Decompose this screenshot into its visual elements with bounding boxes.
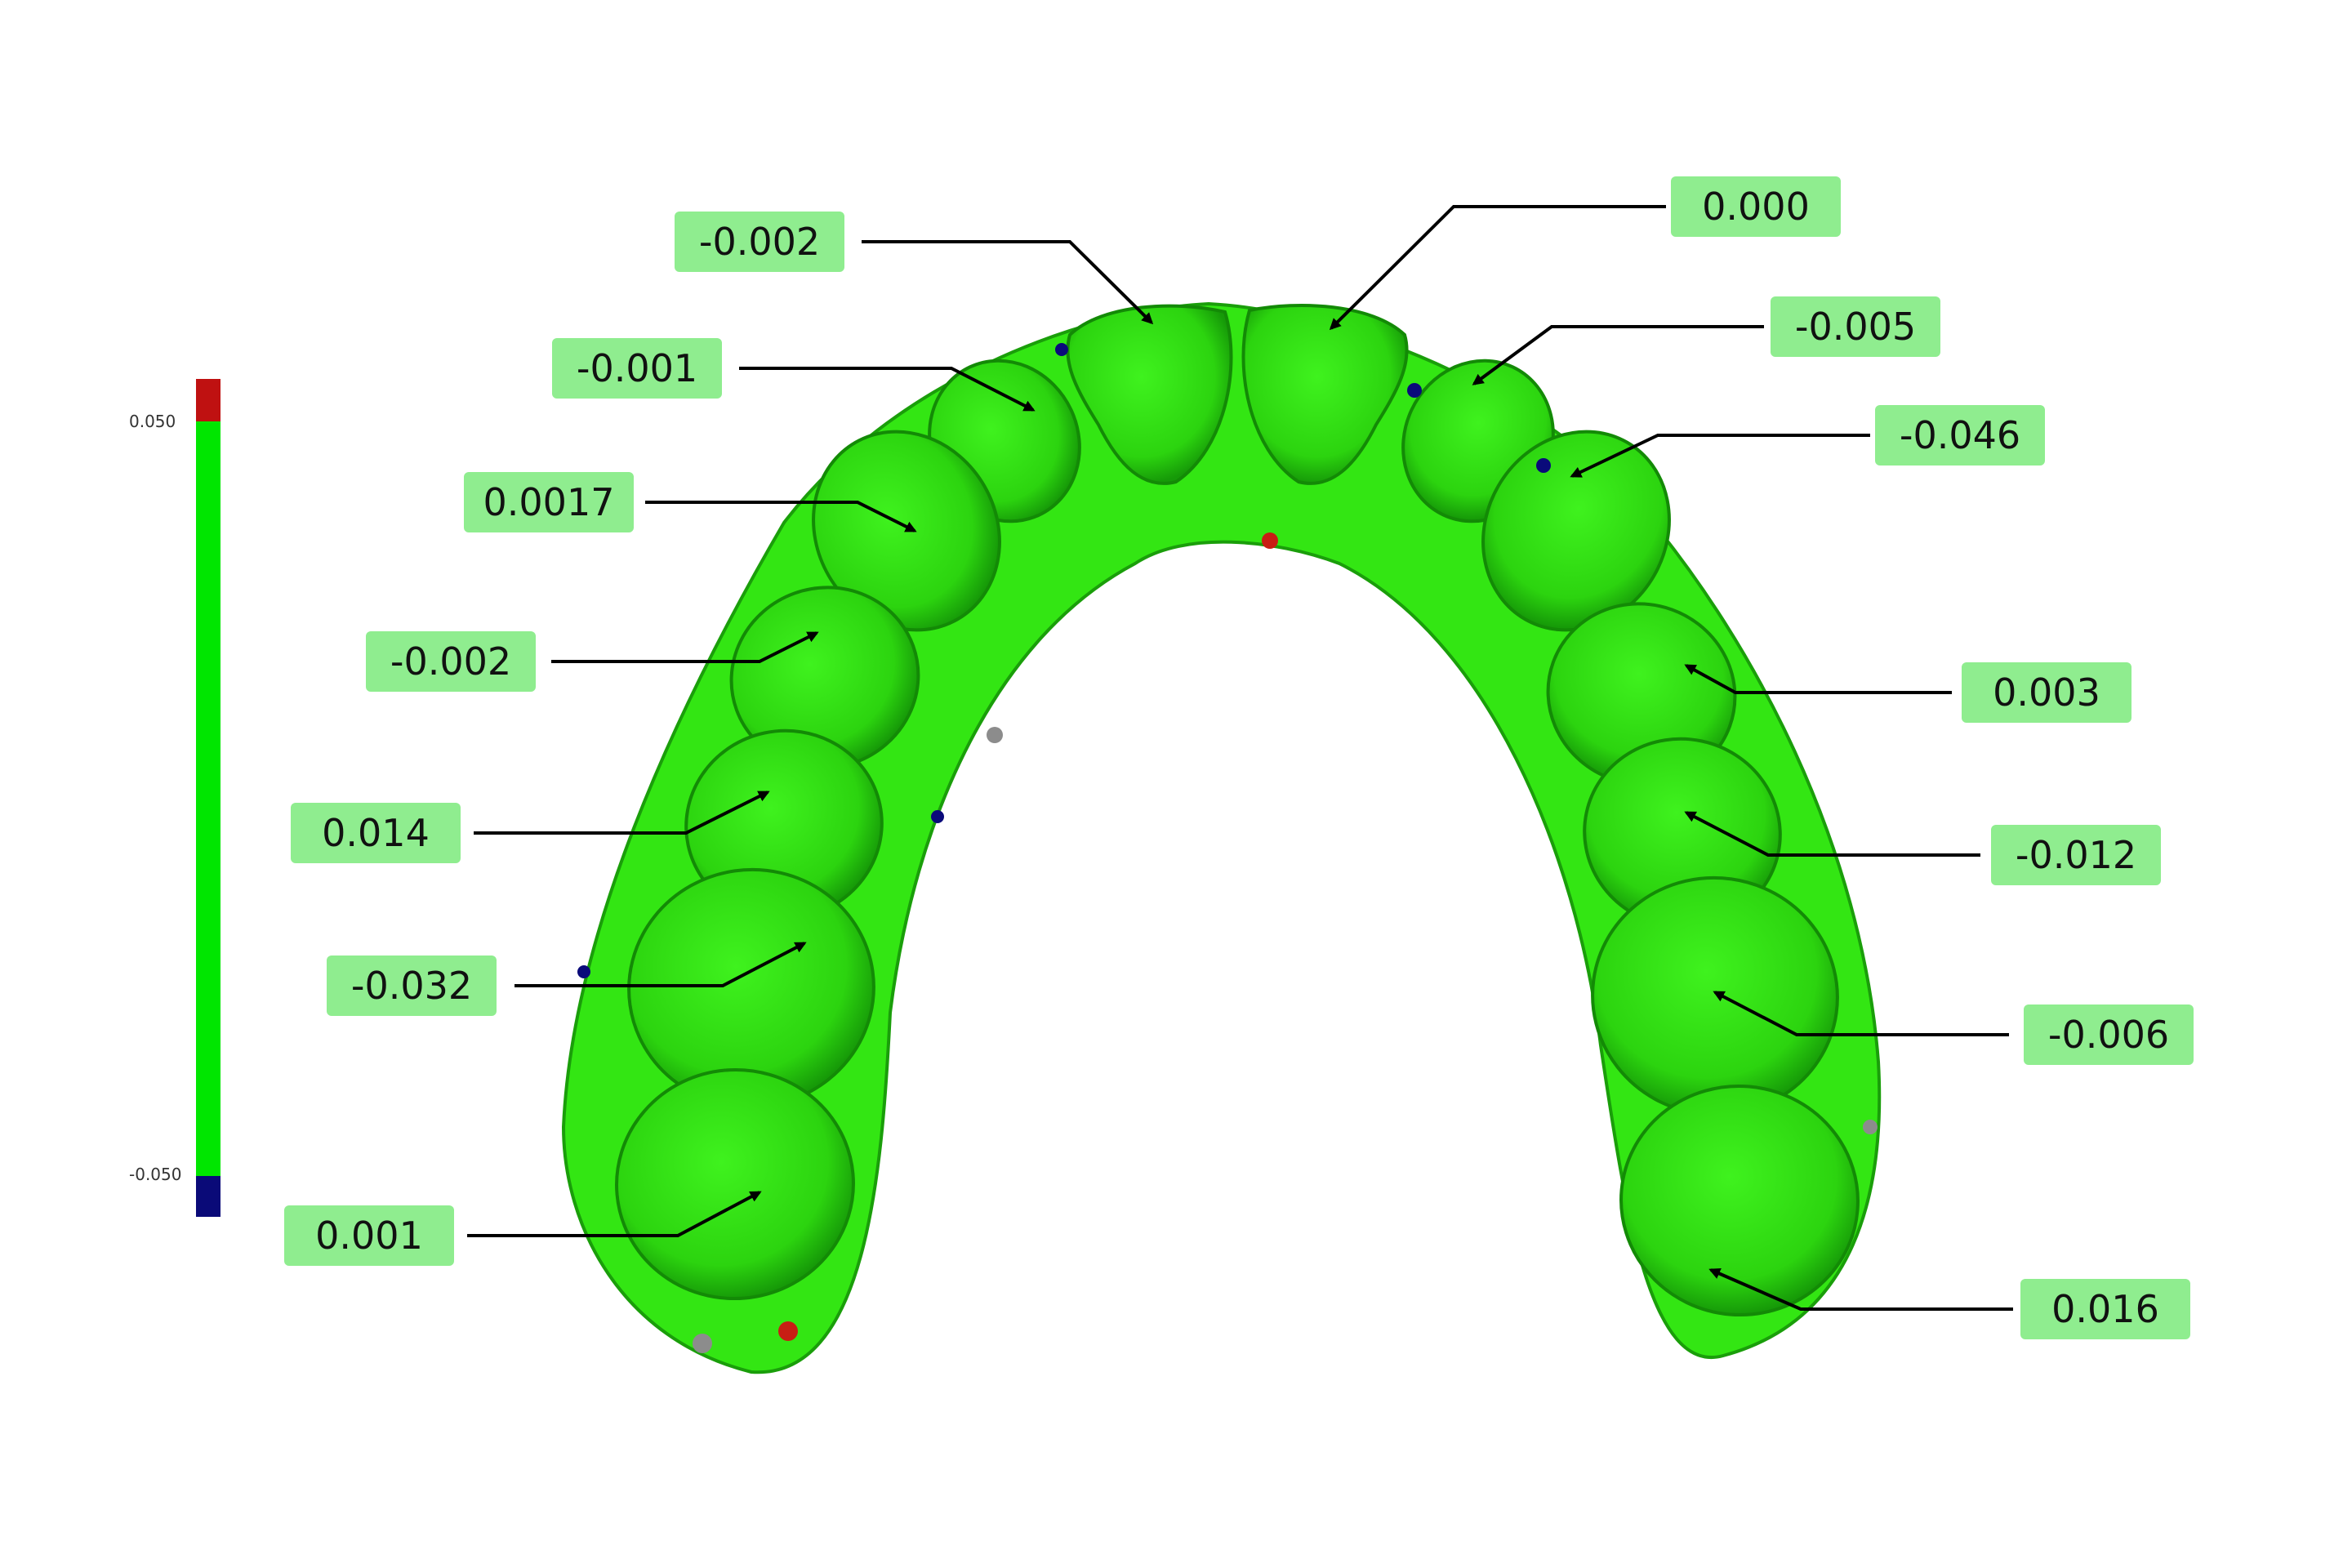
leader-line — [1684, 664, 1952, 694]
tooth-crown — [1619, 1084, 1860, 1317]
deviation-label: -0.012 — [1991, 825, 2161, 885]
deviation-label: -0.005 — [1771, 296, 1940, 357]
artifact-blue — [577, 965, 590, 978]
leader-line — [467, 1191, 762, 1237]
artifact-blue — [1055, 343, 1068, 356]
artifact-grey — [987, 727, 1003, 743]
leader-line — [1570, 434, 1870, 478]
leader-line — [1472, 325, 1764, 385]
deviation-label: 0.001 — [284, 1205, 454, 1266]
deviation-label: -0.002 — [675, 212, 844, 272]
deviation-label: -0.002 — [366, 631, 536, 692]
leader-line — [1684, 811, 1980, 857]
artifact-red — [1262, 532, 1278, 549]
scale-max-swatch — [196, 379, 220, 421]
deviation-label: 0.014 — [291, 803, 461, 863]
deviation-label: -0.032 — [327, 956, 497, 1016]
artifact-blue — [1536, 458, 1551, 473]
leader-line — [645, 501, 917, 532]
artifact-grey — [693, 1334, 712, 1353]
deviation-label: 0.0017 — [464, 472, 634, 532]
leader-line — [1329, 205, 1666, 331]
artifact-grey — [1863, 1120, 1878, 1134]
deviation-label: 0.000 — [1671, 176, 1841, 237]
leader-line — [474, 791, 770, 835]
deviation-label: -0.001 — [552, 338, 722, 399]
scale-min-label: -0.050 — [129, 1165, 182, 1184]
leader-line — [514, 942, 807, 987]
scale-max-label: 0.050 — [129, 412, 176, 431]
scale-tolerance-swatch — [196, 421, 220, 1176]
leader-line — [1713, 991, 2009, 1036]
deviation-label: -0.006 — [2024, 1004, 2194, 1065]
scale-min-swatch — [196, 1176, 220, 1217]
artifact-red — [778, 1321, 798, 1341]
tooth-crown — [1241, 304, 1409, 485]
leader-line — [862, 240, 1154, 325]
artifact-blue — [931, 810, 944, 823]
deviation-label: -0.046 — [1875, 405, 2045, 466]
scan-artifacts — [577, 343, 1878, 1353]
leader-lines — [467, 205, 2013, 1311]
artifact-blue — [1407, 383, 1422, 398]
tooth-crown — [1066, 304, 1233, 485]
teeth — [615, 304, 1860, 1317]
tooth-crown — [1481, 430, 1671, 632]
leader-line — [551, 631, 819, 663]
leader-line — [739, 367, 1036, 412]
deviation-label: 0.016 — [2020, 1279, 2190, 1339]
leader-line — [1708, 1267, 2013, 1311]
tooth-crown — [615, 1067, 855, 1301]
deviation-label: 0.003 — [1962, 662, 2132, 723]
